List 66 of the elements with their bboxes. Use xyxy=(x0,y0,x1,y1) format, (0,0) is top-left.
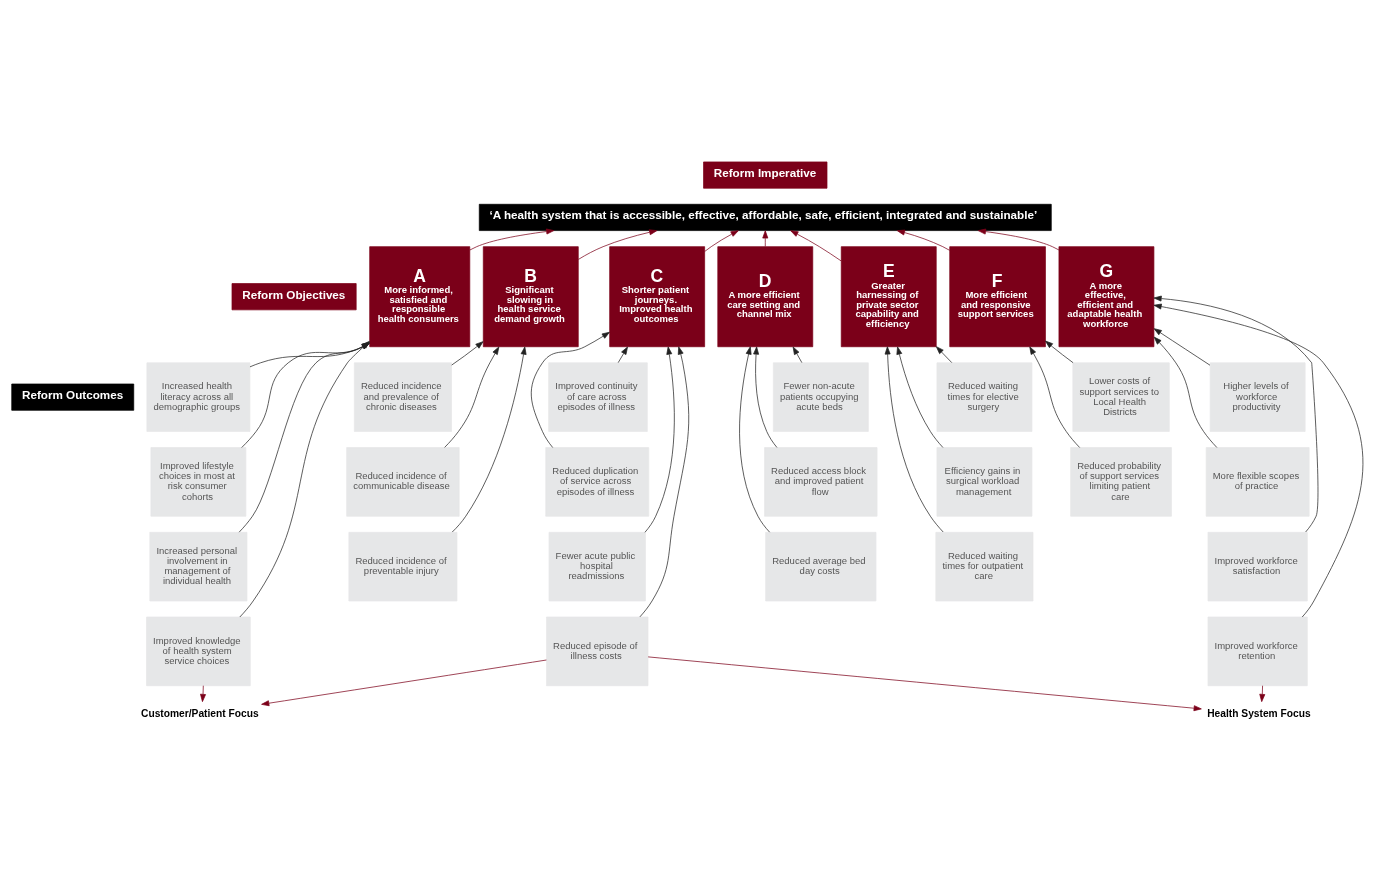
node-box: Reform Outcomes xyxy=(11,383,135,411)
node-box: More flexible scopes of practice xyxy=(1205,447,1310,517)
arrow xyxy=(1259,685,1266,702)
node-box: Fewer acute public hospital readmissions xyxy=(548,531,646,602)
arrow xyxy=(1153,295,1319,533)
arrow xyxy=(444,346,500,448)
node-box: Reduced average bed day costs xyxy=(765,531,877,602)
node-box: G A more effective, efficient and adaptable health workforce xyxy=(1058,246,1155,348)
arrow xyxy=(1153,328,1211,366)
arrow xyxy=(935,346,953,363)
arrow xyxy=(451,346,527,533)
arrow xyxy=(884,346,944,533)
node-box: Reform Objectives xyxy=(231,283,357,311)
node-box: B Significant slowing in health service demand growth xyxy=(482,246,579,348)
node-text: Customer/Patient Focus xyxy=(141,707,259,719)
node-box: F More efficient and responsive support services xyxy=(949,246,1046,348)
arrow xyxy=(639,346,690,618)
node-box: Reduced incidence of communicable disease xyxy=(346,447,460,517)
node-box: Fewer non-acute patients occupying acute beds xyxy=(772,362,869,432)
node-box: Improved continuity of care across episodes of illness xyxy=(548,362,648,432)
arrow xyxy=(617,346,628,363)
node-box: Reform Imperative xyxy=(703,161,828,189)
node-box: Improved workforce retention xyxy=(1207,616,1308,687)
node-box: Improved workforce satisfaction xyxy=(1207,531,1308,602)
node-box: Improved lifestyle choices in most at risk consumer cohorts xyxy=(150,447,247,517)
arrow xyxy=(1045,340,1074,364)
arrow xyxy=(896,229,950,251)
node-box: Reduced waiting times for outpatient care xyxy=(935,531,1034,602)
arrow xyxy=(469,228,555,251)
arrow xyxy=(1029,346,1081,448)
node-box: Reduced duplication of service across episodes of illness xyxy=(545,447,650,517)
node-box: Efficiency gains in surgical workload management xyxy=(936,447,1033,517)
arrow xyxy=(739,346,770,533)
node-box: Reduced incidence and prevalence of chronic diseases xyxy=(354,362,452,432)
node-box: Reduced access block and improved patient flow xyxy=(764,447,878,517)
node-box: Reduced incidence of preventable injury xyxy=(348,531,458,602)
node-box: Reduced episode of illness costs xyxy=(546,616,649,687)
arrow xyxy=(977,228,1060,251)
arrow xyxy=(578,229,658,260)
node-box: Improved knowledge of health system service choices xyxy=(146,616,251,687)
node-box: Higher levels of workforce productivity xyxy=(1209,362,1306,432)
node-box: A More informed, satisfied and responsible health consumers xyxy=(369,246,471,348)
arrow xyxy=(790,230,842,262)
arrow xyxy=(644,346,675,533)
arrow xyxy=(896,346,944,448)
node-box: Increased personal involvement in management of individual health xyxy=(149,531,248,602)
node-box: Reduced waiting times for elective surgery xyxy=(936,362,1033,432)
node-box: C Shorter patient journeys. Improved health outcomes xyxy=(609,246,705,348)
arrow xyxy=(1153,303,1364,618)
node-box: D A more efficient care setting and channel mix xyxy=(717,246,814,348)
node-text: Health System Focus xyxy=(1207,707,1311,719)
node-box: Reduced probability of support services limiting patient care xyxy=(1070,447,1172,517)
arrow xyxy=(792,346,803,363)
arrow xyxy=(704,230,739,252)
arrow xyxy=(200,685,206,702)
node-box: Increased health literacy across all demographic groups xyxy=(146,362,251,432)
arrow xyxy=(647,656,1202,712)
node-box: E Greater harnessing of private sector capability and efficiency xyxy=(840,246,937,348)
node-box: ‘A health system that is accessible, effective, affordable, safe, efficient, integrated and sustainable’ xyxy=(478,203,1052,231)
arrow xyxy=(1153,336,1218,448)
arrow xyxy=(762,230,769,247)
arrow xyxy=(753,346,778,448)
arrow xyxy=(451,341,484,366)
arrow xyxy=(261,659,547,707)
arrow xyxy=(530,331,610,448)
node-box: Lower costs of support services to Local Health Districts xyxy=(1072,362,1170,432)
